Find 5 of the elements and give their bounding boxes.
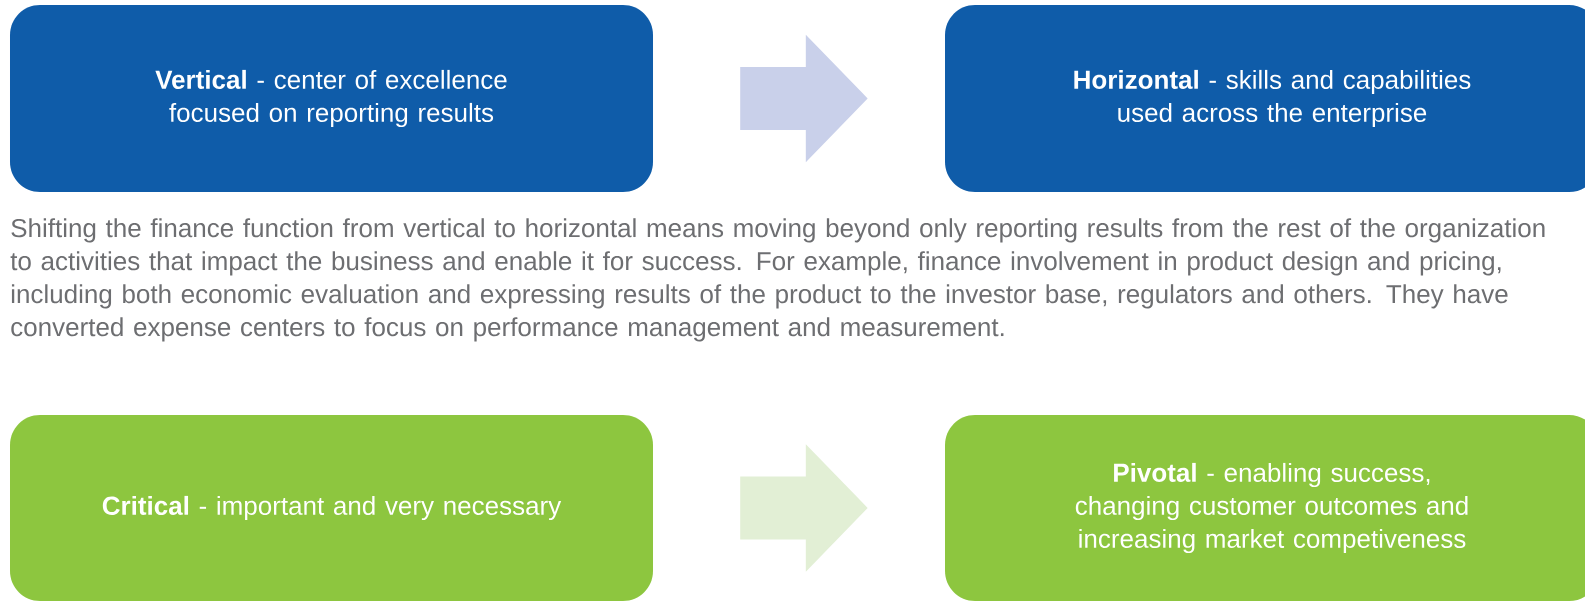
process-box: Horizontal - skills and capabilities used across the enterprise xyxy=(945,5,1585,192)
process-box: Pivotal - enabling success, changing customer outcomes and increasing market competiveness xyxy=(945,415,1585,601)
process-box: Vertical - center of excellence focused on reporting results xyxy=(10,5,653,192)
paragraph: Shifting the finance function from vertical to horizontal means moving beyond only reporting results from the rest of the organization to activities that impact the business and enable it for success. For example, finance involvement in product design and pricing, including both economic evaluation and expressing results of the product to the investor base, regulators and others. They have converted expense centers to focus on performance management and measurement. xyxy=(10,218,1545,342)
process-box: Critical - important and very necessary xyxy=(10,415,653,601)
